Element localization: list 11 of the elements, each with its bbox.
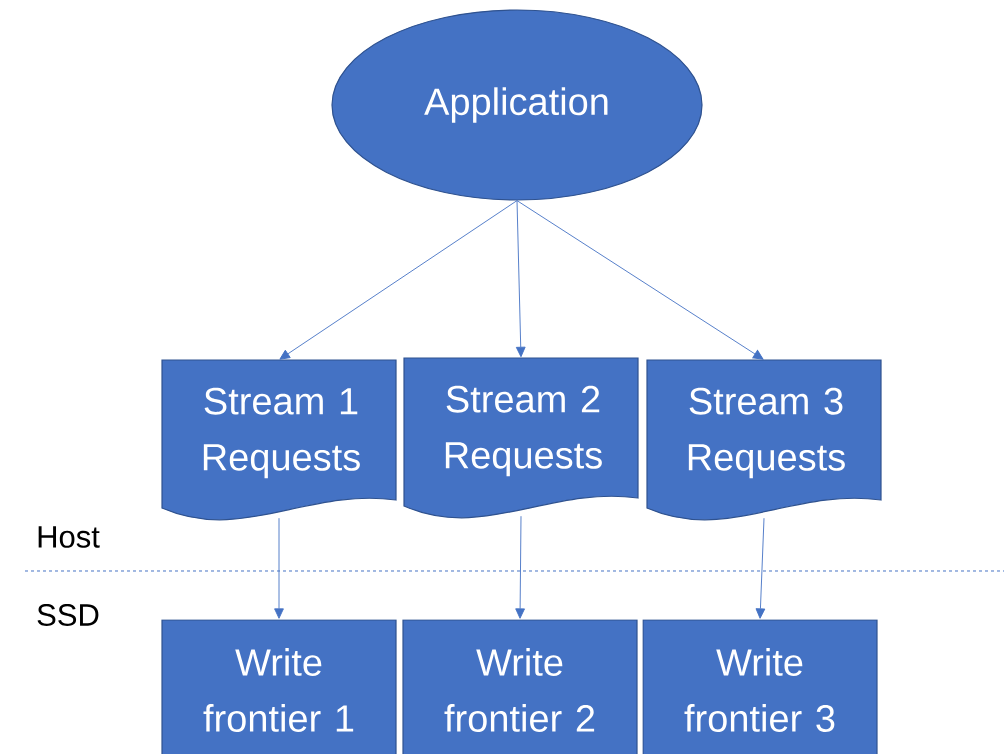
process-box: Write frontier 2 xyxy=(402,619,638,754)
arrow xyxy=(515,515,525,619)
side-label: SSD xyxy=(37,604,99,626)
arrow xyxy=(515,200,526,358)
arrow xyxy=(274,517,284,619)
arrow xyxy=(516,200,764,360)
side-label: Host xyxy=(38,526,100,548)
arrow xyxy=(279,200,518,360)
arrow xyxy=(755,517,766,619)
process-box: Write frontier 1 xyxy=(161,619,397,754)
process-box: Write frontier 3 xyxy=(642,619,878,754)
